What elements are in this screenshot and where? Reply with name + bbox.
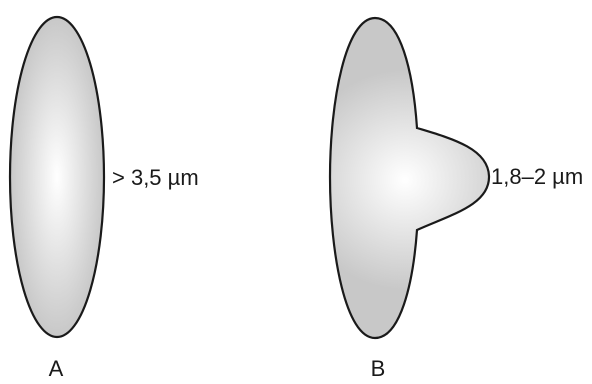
- cell-b: [328, 16, 491, 340]
- cell-a-body: [8, 15, 106, 339]
- cell-b-measurement: 1,8–2 µm: [491, 164, 583, 189]
- cell-a-measurement: > 3,5 µm: [112, 165, 199, 190]
- cell-a: [8, 15, 106, 339]
- cell-b-label: B: [371, 356, 386, 381]
- cell-a-label: A: [49, 356, 64, 381]
- cell-b-body: [328, 16, 491, 340]
